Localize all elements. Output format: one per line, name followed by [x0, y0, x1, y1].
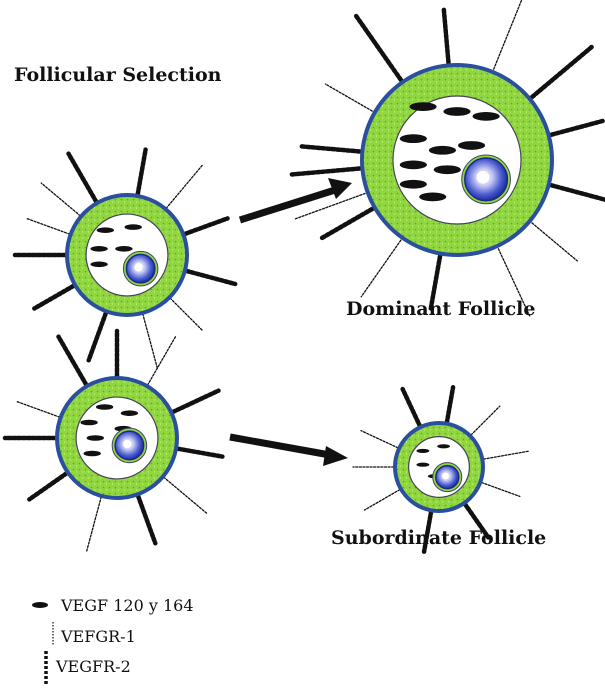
dominant-vegf-ligand: [419, 192, 446, 201]
subordinate-vegf-ligand: [437, 444, 450, 448]
dominant-vegf-ligand: [400, 134, 427, 143]
upper-vegf-ligand: [97, 227, 114, 233]
dominant-vegf-ligand: [458, 141, 485, 150]
dominant-vegf-ligand: [400, 160, 427, 169]
lower-vegf-ligand: [80, 420, 97, 426]
dominant-vegf-ligand: [429, 146, 456, 155]
lower-oocyte-nucleus: [123, 440, 132, 449]
subordinate-follicle-label: Subordinate Follicle: [331, 527, 546, 549]
upper-vegf-ligand: [90, 262, 107, 268]
upper-follicle: [15, 150, 235, 368]
lower-vegf-ligand: [87, 435, 104, 441]
diagram-title: Follicular Selection: [14, 64, 221, 86]
upper-vegf-ligand: [115, 246, 132, 252]
dominant-vegf-ligand: [473, 112, 500, 121]
arrow-to-subordinate: [230, 437, 330, 455]
legend-vefgr1-label: VEFGR-1: [61, 627, 136, 646]
dominant-vegf-ligand: [409, 102, 436, 111]
arrow-to-subordinate-head: [323, 446, 348, 466]
arrow-to-dominant: [240, 190, 335, 220]
subordinate-vegf-ligand: [416, 463, 429, 467]
dominant-oocyte-nucleus: [476, 171, 489, 184]
lower-vegf-ligand: [96, 404, 113, 410]
lower-vegf-ligand: [84, 451, 101, 457]
subordinate-oocyte-nucleus: [442, 473, 449, 480]
upper-vegf-ligand: [125, 224, 142, 230]
dominant-vegf-ligand: [434, 165, 461, 174]
legend-ligand-icon: [32, 602, 48, 608]
lower-follicle: [5, 331, 222, 551]
dominant-vegf-ligand: [443, 107, 470, 116]
lower-vegf-ligand: [121, 410, 138, 416]
legend-vegf-label: VEGF 120 y 164: [61, 596, 194, 615]
upper-vegf-ligand: [90, 246, 107, 252]
dominant-follicle: [291, 0, 605, 316]
subordinate-vegf-ligand: [416, 449, 429, 453]
legend-vegfr2-label: VEGFR-2: [56, 657, 131, 676]
upper-oocyte-nucleus: [134, 263, 143, 272]
dominant-follicle-label: Dominant Follicle: [346, 298, 535, 320]
dominant-vegf-ligand: [400, 180, 427, 189]
